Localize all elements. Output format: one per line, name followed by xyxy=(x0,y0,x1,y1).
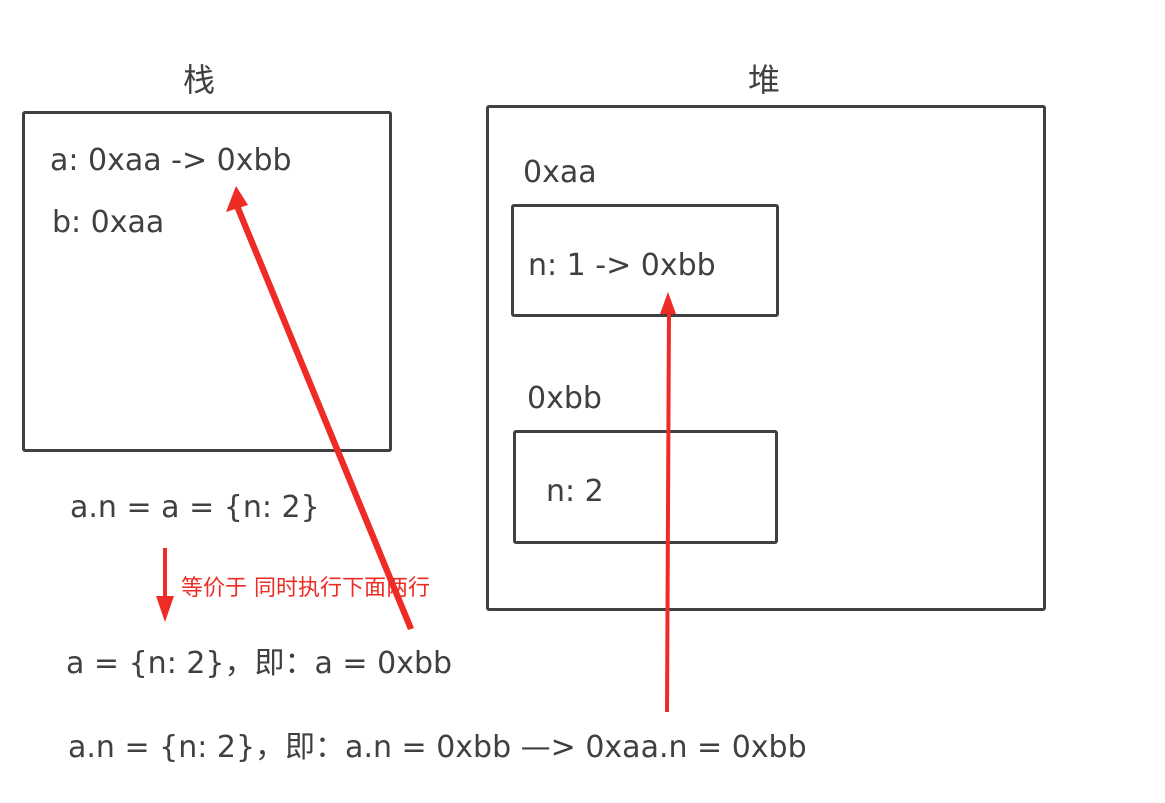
heap-obj2-address: 0xbb xyxy=(527,381,602,416)
heap-box xyxy=(486,105,1046,611)
assignment-statement: a.n = a = {n: 2} xyxy=(70,490,320,525)
heap-obj1-box xyxy=(511,204,779,317)
down-arrow-icon xyxy=(156,548,174,622)
code-line-2: a.n = {n: 2}，即：a.n = 0xbb —> 0xaa.n = 0x… xyxy=(68,730,807,765)
equivalence-note: 等价于 同时执行下面两行 xyxy=(181,576,430,601)
stack-title: 栈 xyxy=(183,61,216,99)
stack-var-a: a: 0xaa -> 0xbb xyxy=(50,143,292,178)
heap-obj2-content: n: 2 xyxy=(546,474,604,509)
heap-obj1-address: 0xaa xyxy=(523,155,597,190)
stack-var-b: b: 0xaa xyxy=(52,205,165,240)
heap-title: 堆 xyxy=(748,61,781,99)
code-line-1: a = {n: 2}，即：a = 0xbb xyxy=(66,646,453,681)
heap-obj2-box xyxy=(513,430,778,544)
heap-obj1-content: n: 1 -> 0xbb xyxy=(528,248,716,283)
